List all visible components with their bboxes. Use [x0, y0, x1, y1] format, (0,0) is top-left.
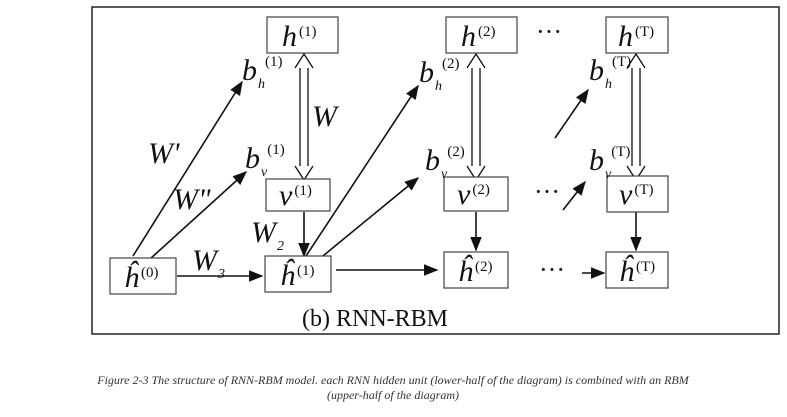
arrow-bhT — [554, 88, 589, 139]
label-rnn-0: ĥ(0) — [124, 261, 159, 294]
bias-bv1: bv(1) — [245, 142, 285, 180]
weight-labels: W W' W" W2 W3 — [148, 100, 340, 282]
weight-w: W — [312, 100, 340, 133]
node-rnn-T — [605, 251, 669, 289]
diagram-frame — [91, 6, 780, 335]
weight-w3: W3 — [192, 244, 225, 282]
label-rnn-T: ĥ(T) — [619, 255, 655, 288]
label-h1: h(1) — [282, 20, 317, 53]
weight-w-prime: W' — [148, 137, 180, 170]
node-vT — [606, 175, 669, 213]
bias-bhT: bh(T) — [589, 54, 631, 92]
node-rnn-2 — [443, 251, 509, 289]
ellipsis-top: ··· — [536, 17, 562, 46]
rbm-links — [294, 52, 646, 182]
connections — [132, 80, 642, 282]
ellipsis-bottom: ··· — [539, 255, 565, 284]
weight-w-double-prime: W" — [173, 183, 211, 216]
node-boxes — [109, 16, 669, 295]
arrow-w-double-prime — [149, 171, 248, 260]
node-h2 — [445, 16, 518, 54]
ellipsis-middle: ··· — [534, 177, 560, 206]
rbm-link-1 — [294, 52, 314, 182]
ellipses: ··· ··· ··· — [534, 17, 565, 284]
bias-bh2: bh(2) — [419, 56, 460, 94]
label-h2: h(2) — [461, 20, 496, 53]
arrow-bh2 — [305, 84, 419, 257]
label-v1: v(1) — [279, 179, 312, 212]
rbm-link-2 — [466, 52, 486, 182]
figure-caption-line-1: Figure 2-3 The structure of RNN-RBM mode… — [96, 373, 689, 387]
bias-bvT: bv(T) — [589, 144, 630, 182]
node-h1 — [266, 16, 339, 54]
weight-w2: W2 — [251, 216, 284, 254]
node-hT — [605, 16, 669, 54]
node-v1 — [265, 178, 331, 212]
node-labels: h(1) h(2) h(T) v(1) v(2) v(T) ĥ(0) ĥ(1) … — [124, 20, 655, 294]
node-rnn-1 — [264, 255, 332, 293]
bias-bv2: bv(2) — [425, 144, 465, 182]
rbm-link-T — [626, 52, 646, 182]
node-v2 — [443, 176, 509, 212]
node-rnn-0 — [109, 257, 177, 295]
arrow-w-prime — [132, 80, 243, 257]
label-v2: v(2) — [457, 178, 490, 211]
bias-bh1: bh(1) — [242, 54, 283, 92]
label-vT: v(T) — [619, 178, 653, 211]
label-rnn-1: ĥ(1) — [280, 259, 315, 292]
label-rnn-2: ĥ(2) — [458, 255, 493, 288]
arrow-bvT — [562, 180, 586, 211]
figure-caption-line-2: (upper-half of the diagram) — [327, 388, 459, 402]
arrow-bv2 — [317, 177, 420, 261]
panel-label: (b) RNN-RBM — [302, 306, 448, 332]
label-hT: h(T) — [618, 20, 654, 53]
bias-labels: bh(1) bv(1) bh(2) bv(2) bh(T) bv(T) — [242, 54, 631, 182]
